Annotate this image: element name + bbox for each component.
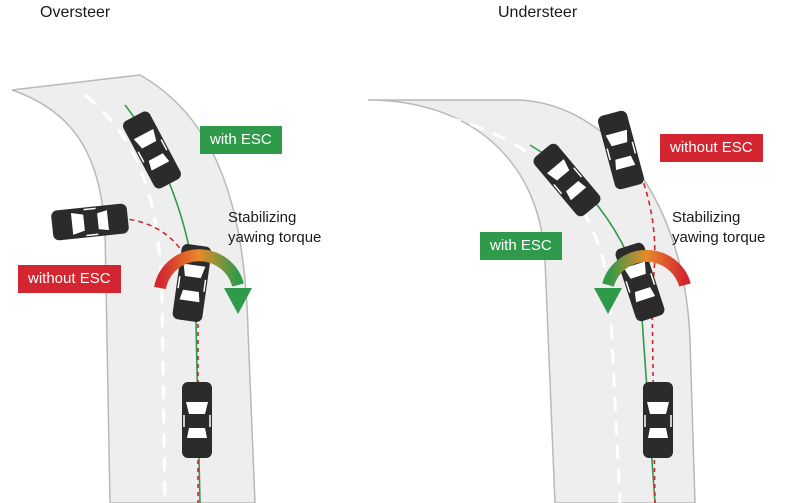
- torque-arrow-icon: [594, 249, 691, 314]
- torque-caption: Stabilizing yawing torque: [672, 208, 765, 248]
- torque-caption-line-1: Stabilizing: [228, 209, 297, 226]
- car-icon: [181, 381, 213, 459]
- car-icon: [642, 381, 674, 459]
- panel-title-oversteer: Oversteer: [40, 4, 111, 21]
- with-esc-label: with ESC: [200, 126, 282, 154]
- torque-caption: Stabilizing yawing torque: [228, 208, 321, 248]
- without-esc-label: without ESC: [660, 134, 763, 162]
- torque-caption-line-2: yawing torque: [228, 229, 322, 246]
- panel-title-understeer: Understeer: [498, 4, 578, 21]
- torque-arrow-icon: [154, 249, 252, 314]
- without-esc-label: without ESC: [18, 265, 121, 293]
- torque-caption-line-1: Stabilizing: [672, 209, 741, 226]
- with-esc-label: with ESC: [480, 232, 562, 260]
- red-path-right-bottom: [651, 299, 656, 503]
- road-right: [367, 99, 696, 503]
- torque-caption-line-2: yawing torque: [672, 229, 766, 246]
